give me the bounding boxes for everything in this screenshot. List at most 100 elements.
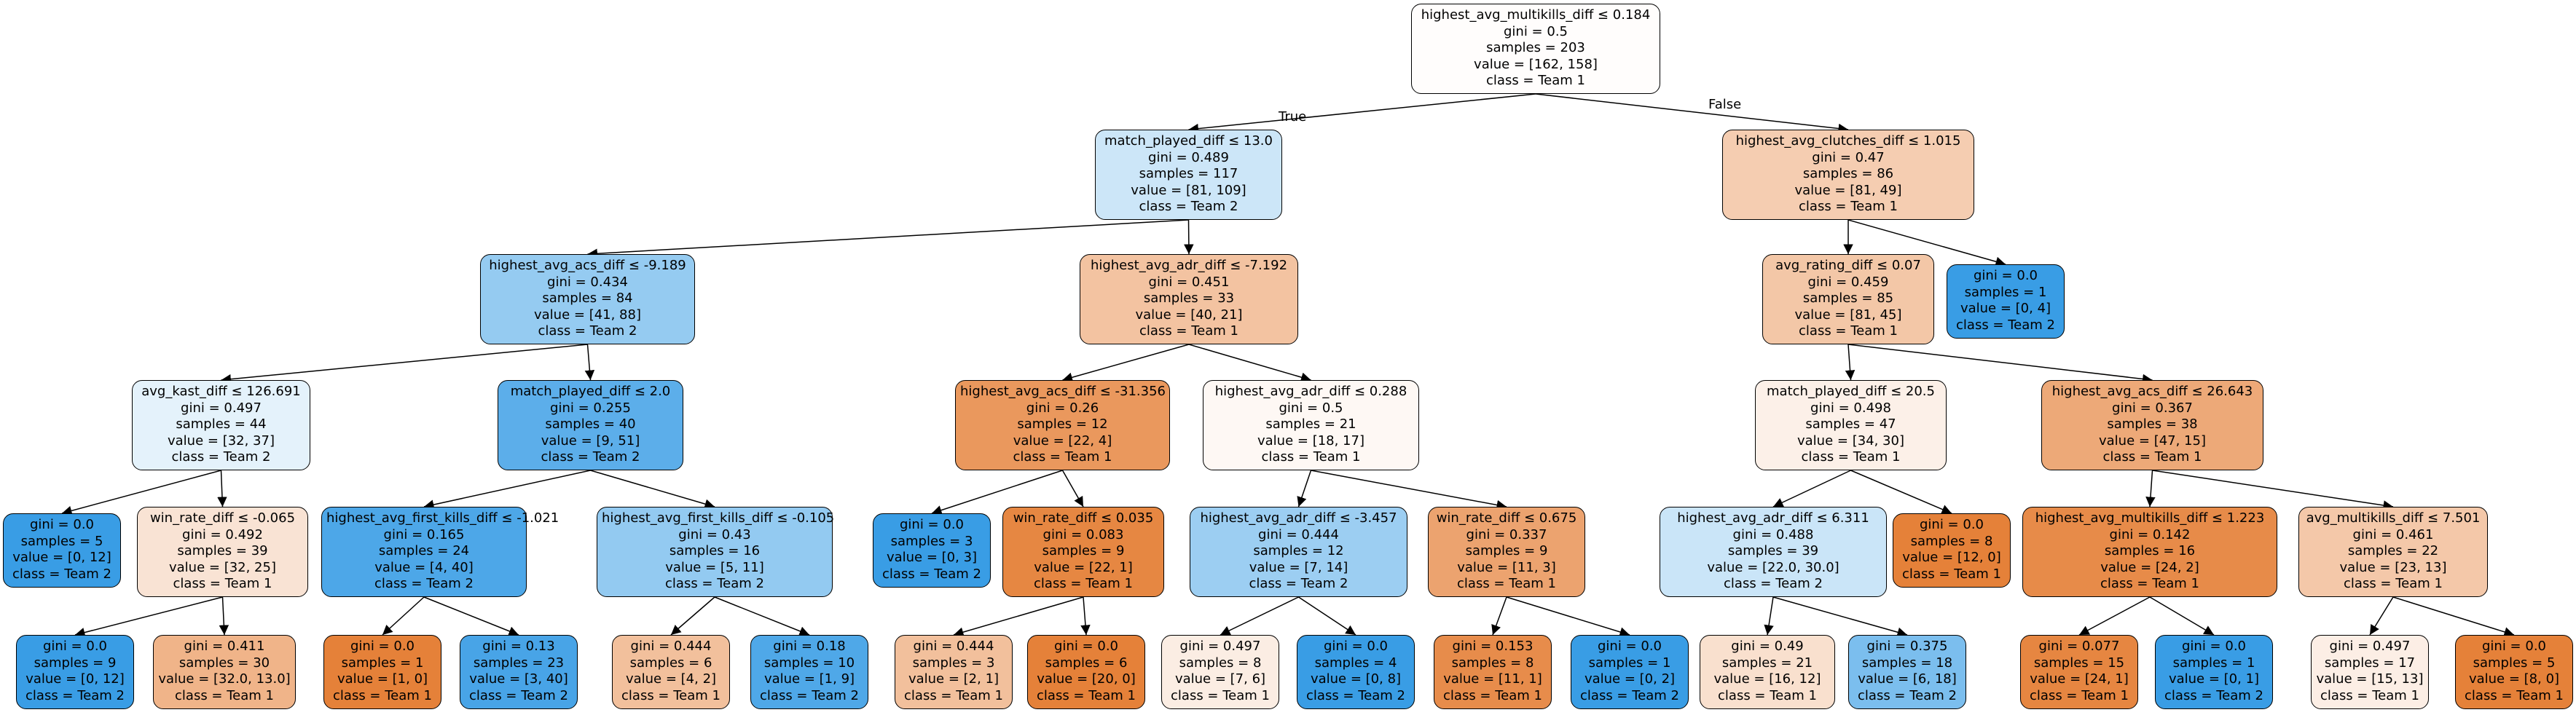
node-text-line: gini = 0.49: [1731, 639, 1804, 654]
node-text-line: gini = 0.5: [1504, 23, 1568, 39]
node-text-line: class = Team 2: [1139, 199, 1238, 214]
node-text-line: samples = 1: [1588, 655, 1671, 671]
node-text-line: gini = 0.488: [1732, 526, 1814, 542]
node-text-line: gini = 0.367: [2112, 400, 2193, 416]
tree-edge: [1764, 596, 1774, 636]
node-text-line: value = [40, 21]: [1135, 307, 1243, 323]
node-text-line: samples = 21: [1265, 416, 1356, 432]
node-text-line: highest_avg_adr_diff ≤ 6.311: [1677, 510, 1869, 526]
node-text-line: class = Team 1: [1443, 687, 1542, 703]
node-text-line: class = Team 2: [374, 576, 474, 591]
node-text-line: gini = 0.0: [1920, 517, 1984, 532]
node-text-line: value = [12, 0]: [1902, 550, 2001, 565]
tree-edge: [1062, 344, 1190, 382]
node-text-line: avg_kast_diff ≤ 126.691: [141, 384, 301, 399]
node-text-line: samples = 33: [1143, 291, 1235, 306]
node-text-line: value = [18, 17]: [1257, 432, 1364, 449]
node-text-line: samples = 1: [2172, 655, 2255, 671]
tree-edge: [953, 596, 1084, 637]
node-text-line: class = Team 2: [171, 449, 271, 465]
node-text-line: value = [81, 109]: [1131, 182, 1246, 198]
tree-edge: [1535, 93, 1849, 134]
node-text-line: class = Team 2: [760, 687, 859, 703]
node-text-line: gini = 0.0: [30, 517, 94, 532]
node-text-line: samples = 30: [178, 655, 270, 671]
node-text-line: samples = 18: [1861, 655, 1953, 671]
node-text-line: highest_avg_multikills_diff ≤ 1.223: [2035, 510, 2265, 526]
tree-edge: [1061, 470, 1084, 507]
node-text-line: samples = 3: [912, 655, 995, 671]
node-text-line: gini = 0.497: [2329, 639, 2411, 654]
node-text-line: samples = 5: [2473, 655, 2556, 671]
node-text-line: class = Team 1: [2102, 449, 2202, 465]
node-text-line: gini = 0.077: [2038, 639, 2120, 654]
node-text-line: gini = 0.434: [547, 274, 628, 290]
node-text-line: class = Team 1: [1902, 566, 2001, 582]
node-text-line: gini = 0.489: [1148, 149, 1229, 165]
node-text-line: value = [4, 40]: [374, 559, 474, 575]
node-text-line: class = Team 2: [1956, 317, 2055, 333]
node-text-line: samples = 39: [177, 543, 268, 558]
node-text-line: win_rate_diff ≤ -0.065: [149, 510, 296, 526]
node-text-line: value = [162, 158]: [1474, 56, 1598, 72]
node-text-line: samples = 9: [1465, 543, 1548, 558]
tree-edge: [217, 470, 227, 507]
tree-edge: [423, 596, 519, 636]
node-text-line: class = Team 2: [882, 566, 981, 582]
node-text-line: class = Team 2: [541, 449, 640, 465]
tree-edge: [590, 470, 715, 509]
node-text-line: match_played_diff ≤ 2.0: [510, 384, 671, 399]
node-text-line: samples = 44: [176, 416, 267, 432]
node-text-line: gini = 0.444: [913, 639, 994, 654]
node-text-line: gini = 0.083: [1042, 526, 1124, 542]
node-text-line: class = Team 2: [25, 687, 125, 703]
node-text-line: samples = 86: [1802, 166, 1894, 181]
node-text-line: samples = 40: [545, 416, 636, 432]
node-text-line: gini = 0.0: [900, 517, 964, 532]
node-text-line: class = Team 1: [1139, 323, 1238, 339]
node-text-line: class = Team 1: [1799, 323, 1898, 339]
tree-edge: [2145, 470, 2156, 507]
node-text-line: gini = 0.47: [1812, 149, 1885, 165]
node-text-line: value = [1, 9]: [763, 671, 855, 687]
node-text-line: value = [16, 12]: [1713, 671, 1821, 687]
node-text-line: value = [0, 12]: [12, 550, 111, 565]
node-text-line: match_played_diff ≤ 13.0: [1104, 133, 1273, 149]
node-text-line: highest_avg_first_kills_diff ≤ -0.105: [602, 510, 835, 526]
node-text-line: samples = 16: [669, 543, 761, 558]
tree-edge: [1506, 596, 1630, 637]
node-text-line: gini = 0.497: [1179, 639, 1261, 654]
node-text-line: value = [81, 49]: [1794, 182, 1902, 198]
node-text-line: highest_avg_clutches_diff ≤ 1.015: [1735, 133, 1961, 149]
node-text-line: highest_avg_adr_diff ≤ -3.457: [1200, 510, 1397, 526]
node-text-line: value = [22, 1]: [1034, 559, 1133, 575]
tree-edge: [1311, 470, 1507, 510]
node-text-line: gini = 0.0: [2182, 639, 2246, 654]
tree-edge: [1847, 219, 2006, 266]
node-text-line: class = Team 2: [2164, 687, 2263, 703]
node-text-line: samples = 8: [1179, 655, 1262, 671]
node-text-line: samples = 3: [890, 533, 973, 549]
tree-edge: [1220, 596, 1299, 636]
node-text-line: gini = 0.26: [1026, 400, 1099, 416]
node-text-line: gini = 0.18: [773, 639, 846, 654]
node-text-line: class = Team 1: [904, 687, 1003, 703]
node-text-line: class = Team 1: [1799, 199, 1898, 214]
node-text-line: value = [7, 6]: [1174, 671, 1266, 687]
node-text-line: value = [0, 2]: [1584, 671, 1676, 687]
node-text-line: class = Team 1: [333, 687, 432, 703]
node-text-line: samples = 16: [2104, 543, 2196, 558]
